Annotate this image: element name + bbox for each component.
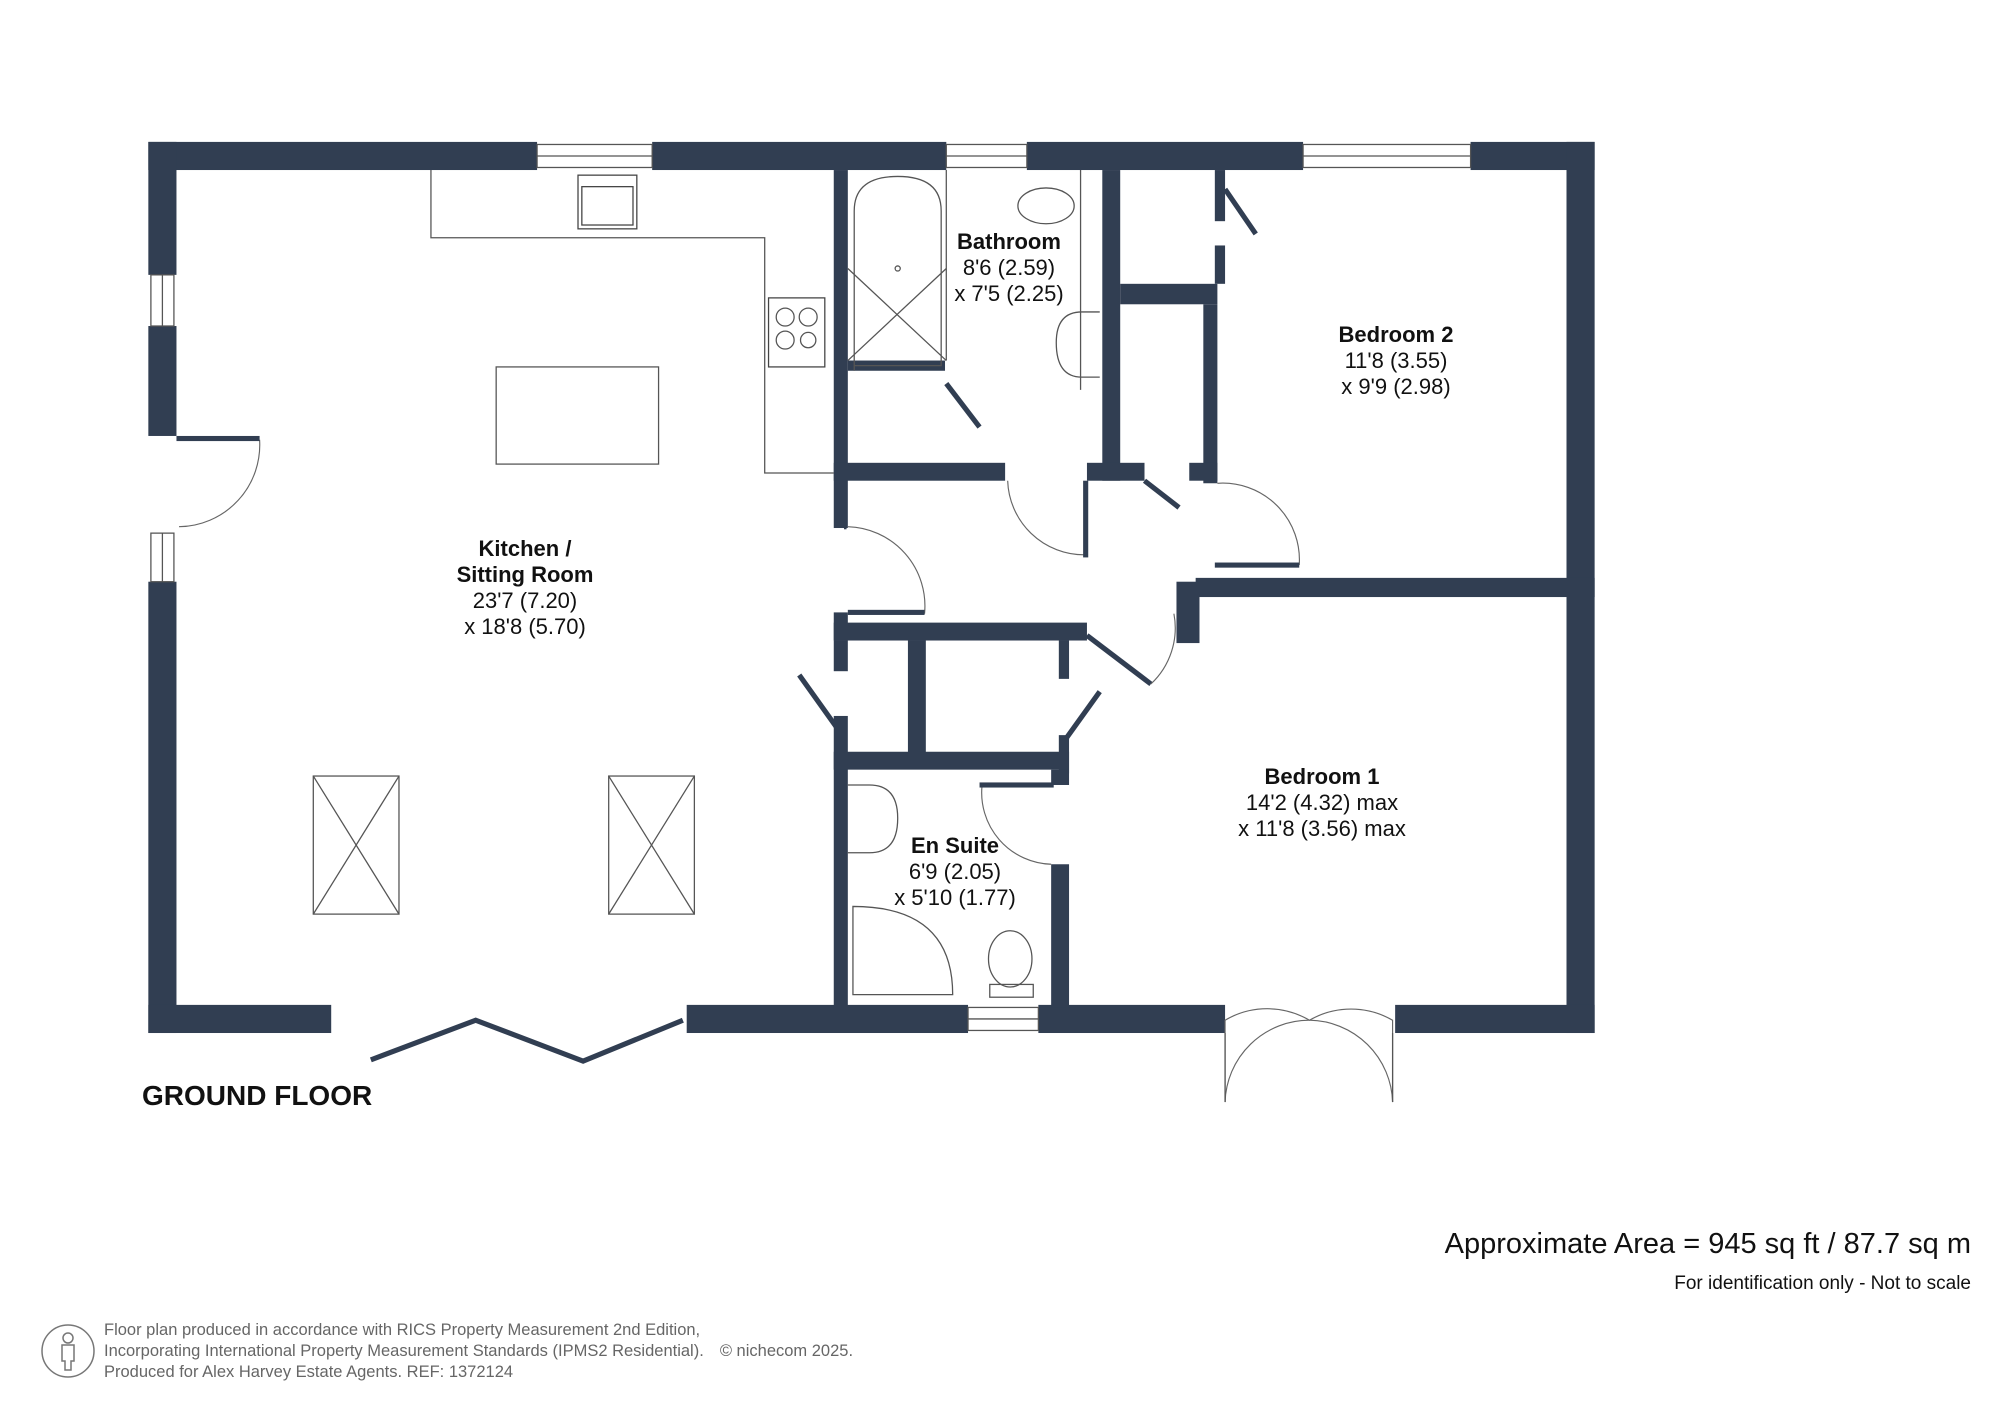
ensuite-fittings [847, 784, 1034, 998]
room-dimension: 23'7 (7.20) [472, 588, 578, 613]
interior-walls [833, 170, 1595, 1010]
room-name: En Suite [910, 833, 1000, 858]
room-dimension: 14'2 (4.32) max [1245, 790, 1399, 815]
room-name: Bedroom 2 [1338, 322, 1454, 347]
person-in-circle-icon [41, 1324, 95, 1378]
room-name: Bedroom 1 [1264, 764, 1380, 789]
doors [176, 187, 1394, 1103]
approximate-area: Approximate Area = 945 sq ft / 87.7 sq m [1444, 1228, 1971, 1260]
room-dimension: 6'9 (2.05) [908, 859, 1002, 884]
credits-block: Floor plan produced in accordance with R… [104, 1320, 853, 1383]
floor-title: GROUND FLOOR [142, 1080, 373, 1111]
room-dimension: x 18'8 (5.70) [464, 614, 586, 639]
scale-disclaimer: For identification only - Not to scale [1674, 1273, 1971, 1294]
room-dimension: 11'8 (3.55) [1344, 348, 1448, 373]
room-label-bedroom1: Bedroom 1 14'2 (4.32) max x 11'8 (3.56) … [1238, 764, 1406, 842]
room-label-ensuite: En Suite 6'9 (2.05) x 5'10 (1.77) [894, 833, 1016, 911]
windows [150, 143, 1472, 1032]
outer-walls [148, 141, 1595, 1034]
room-dimension: x 9'9 (2.98) [1341, 374, 1451, 399]
room-dimension: x 7'5 (2.25) [954, 281, 1064, 306]
room-dimension: x 5'10 (1.77) [894, 885, 1016, 910]
room-name: Bathroom [957, 229, 1061, 254]
room-dimension: 8'6 (2.59) [962, 255, 1056, 280]
credits-standards: Incorporating International Property Mea… [104, 1342, 704, 1360]
credits-line-3: Produced for Alex Harvey Estate Agents. … [104, 1363, 514, 1381]
room-dimension: x 11'8 (3.56) max [1238, 816, 1406, 841]
room-label-bathroom: Bathroom 8'6 (2.59) x 7'5 (2.25) [954, 229, 1063, 307]
room-label-bedroom2: Bedroom 2 11'8 (3.55) x 9'9 (2.98) [1339, 322, 1454, 400]
credits-line-2: Incorporating International Property Mea… [104, 1341, 853, 1362]
room-label-kitchen: Kitchen / Sitting Room 23'7 (7.20) x 18'… [457, 536, 594, 640]
credits-line-1: Floor plan produced in accordance with R… [104, 1321, 701, 1339]
copyright: © nichecom 2025. [719, 1342, 854, 1360]
room-name: Kitchen / [478, 536, 572, 561]
kitchen-fittings [312, 170, 834, 915]
room-name: Sitting Room [456, 562, 594, 587]
bathroom-fittings [847, 170, 1100, 390]
